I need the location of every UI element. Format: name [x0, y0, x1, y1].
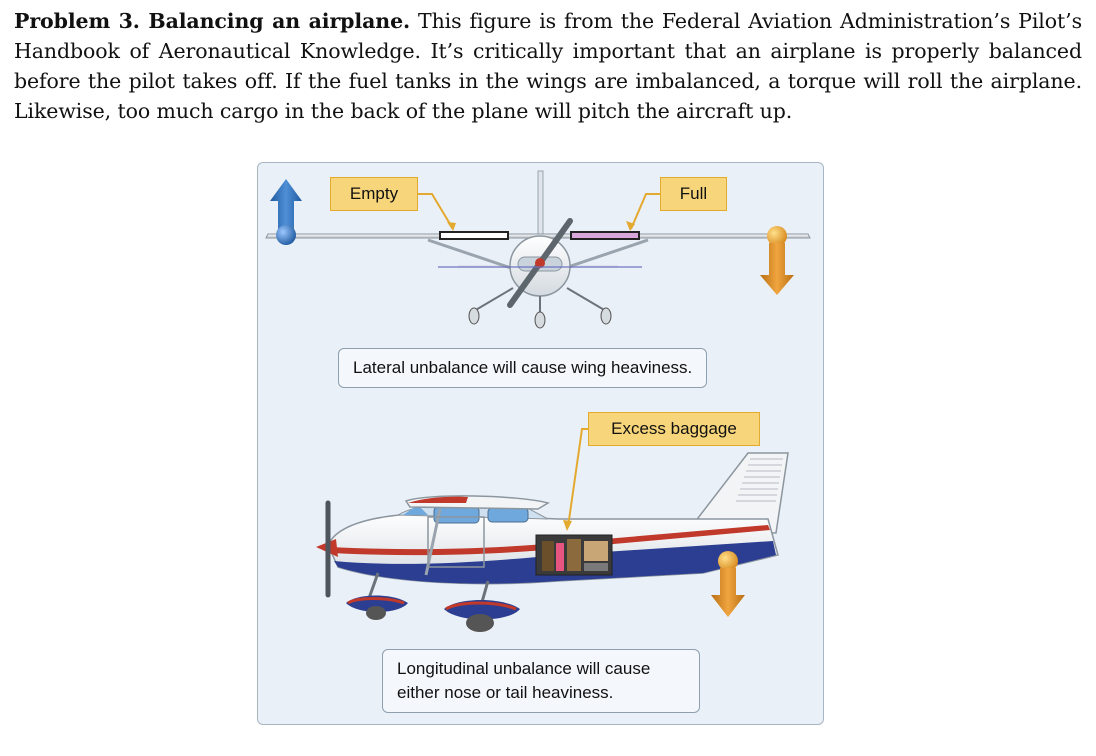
- right-wing-down-arrow-icon: [760, 226, 794, 295]
- empty-tank-label: Empty: [330, 177, 418, 211]
- airplane-illustration: [265, 170, 811, 632]
- lateral-unbalance-caption: Lateral unbalance will cause wing heavin…: [338, 348, 708, 388]
- tail-down-arrow-icon: [711, 551, 745, 617]
- problem-heading: Problem 3. Balancing an airplane.: [14, 9, 411, 33]
- front-view-airplane: [265, 170, 811, 329]
- left-wing-up-arrow-icon: [270, 179, 302, 245]
- right-fuel-tank-full: [570, 231, 640, 240]
- balance-figure: Empty Full Excess baggage Lateral unbala…: [257, 162, 824, 725]
- baggage-compartment: [535, 534, 613, 576]
- longitudinal-caption-line-2: either nose or tail heaviness.: [397, 683, 614, 702]
- left-fuel-tank-empty: [439, 231, 509, 240]
- excess-baggage-label: Excess baggage: [588, 412, 760, 446]
- longitudinal-caption-line-1: Longitudinal unbalance will cause: [397, 659, 651, 678]
- full-tank-label: Full: [660, 177, 727, 211]
- side-view-airplane: [316, 452, 789, 632]
- problem-text: This figure is from the Federal Aviation…: [14, 9, 1082, 123]
- longitudinal-unbalance-caption: Longitudinal unbalance will cause either…: [382, 649, 700, 713]
- empty-leader-line: [416, 193, 454, 230]
- problem-statement: Problem 3. Balancing an airplane. This f…: [14, 6, 1082, 126]
- full-leader-line: [630, 193, 660, 230]
